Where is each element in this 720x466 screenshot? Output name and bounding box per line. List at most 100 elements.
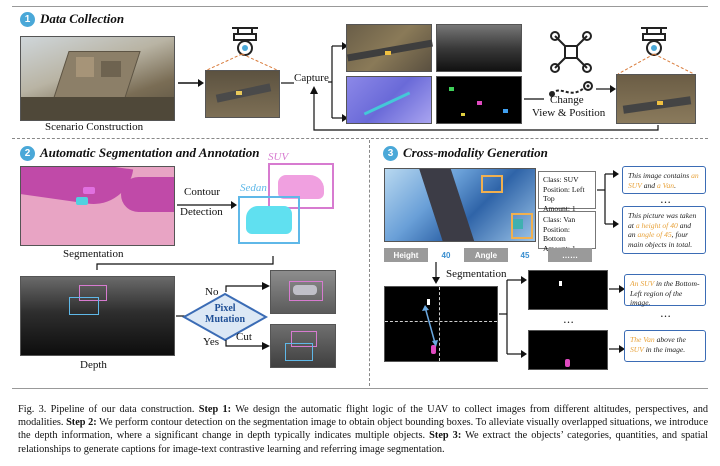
caption-part-1: Fig. 3. Pipeline of our data constructio… — [18, 404, 199, 415]
arrow-to-change — [524, 98, 544, 100]
tag-height: Height — [384, 248, 428, 262]
info-van-class: Class: Van — [543, 215, 576, 224]
caption-part-2: We design the automatic flight logic of … — [18, 404, 708, 429]
arrow-contour — [177, 201, 237, 209]
capture-bracket — [328, 42, 348, 122]
arrow-down-seg — [432, 262, 440, 284]
change-label: Change — [550, 94, 584, 106]
info-suv-amount: Amount: 1 — [543, 203, 576, 213]
scroll3-suv: An SUV — [630, 279, 655, 288]
arrow-to-drone-2 — [596, 85, 616, 93]
info-suv-position: Position: Left Top — [543, 184, 585, 204]
segmentation-label-right: Segmentation — [446, 268, 507, 280]
scroll1-text-e: . — [674, 180, 676, 190]
aerial-snow-image — [384, 168, 536, 242]
section-3-title: 3 Cross-modality Generation — [383, 145, 548, 161]
caption-step-3: Step 3: — [429, 430, 462, 442]
scroll1-van: a Van — [656, 180, 675, 190]
mutation-text: Mutation — [205, 314, 245, 325]
info-box-van: Class: Van Position: Bottom Amount: 1 — [538, 211, 596, 253]
suv-box — [268, 163, 334, 209]
info-van-position: Position: Bottom — [543, 224, 571, 244]
tag-angle: Angle — [464, 248, 508, 262]
scroll-ellipsis-2: … — [660, 307, 671, 320]
caption-scroll-2: This picture was taken at a height of 40… — [622, 206, 706, 254]
divider-vertical — [369, 140, 370, 386]
info-box-suv: Class: SUV Position: Left Top Amount: 1 — [538, 171, 596, 213]
loop-back-arrow — [310, 86, 659, 131]
caption-scroll-3: An SUV in the Bottom-Left region of the … — [624, 274, 706, 307]
scroll3-text-b: in the Bottom-Left region of the image. — [630, 279, 700, 307]
drone-route-icon — [549, 31, 593, 97]
sedan-box — [238, 196, 300, 244]
caption-scroll-1: This image contains an SUV and a Van. — [622, 166, 706, 194]
section-3-label: Cross-modality Generation — [403, 145, 548, 160]
segmentation-mask-small-1 — [528, 270, 608, 310]
no-label: No — [205, 286, 219, 298]
pixel-mutation-diamond — [182, 292, 268, 342]
section-1-label: Data Collection — [40, 11, 125, 26]
contour-label: Contour — [184, 186, 221, 198]
scroll2-angle: angle of 45 — [637, 230, 672, 239]
scroll2-text-e: , four main objects in total. — [628, 230, 693, 249]
scroll4-text-d: in the image. — [643, 344, 686, 354]
arrow-to-capture — [281, 82, 294, 84]
pixel-text: Pixel — [214, 303, 236, 314]
drone-camera-icon-2 — [641, 27, 667, 56]
drone-view-image-2 — [616, 74, 696, 124]
scenario-image — [20, 36, 175, 121]
caption-step-1: Step 1: — [198, 404, 232, 415]
scroll2-text-a: This picture was taken at — [628, 211, 697, 230]
result-yes-image — [270, 324, 336, 368]
view-cone-2 — [617, 53, 695, 75]
scroll1-text-c: and — [641, 180, 657, 190]
caption-part-3: We perform contour detection on the segm… — [18, 417, 709, 442]
section-2-badge: 2 — [20, 145, 35, 161]
section-1-title: 1 Data Collection — [20, 11, 124, 27]
bracket-top-scrolls — [597, 170, 619, 228]
caption-scroll-4: The Van above the SUV in the image. — [624, 330, 706, 362]
capture-rgb-image — [346, 24, 433, 72]
segmentation-image — [20, 166, 175, 246]
caption-step-2: Step 2: — [66, 417, 97, 429]
scroll2-height: a height of 40 — [635, 220, 678, 230]
capture-depth-image — [436, 24, 522, 72]
segmentation-mask-large — [384, 286, 498, 362]
scroll4-suv: SUV — [630, 344, 644, 354]
detection-label: Detection — [180, 206, 223, 218]
scroll1-suv: an SUV — [628, 171, 699, 190]
drone-camera-icon — [232, 27, 258, 56]
scenario-label: Scenario Construction — [45, 121, 144, 133]
mid-ellipsis: … — [563, 313, 574, 326]
mutation-branches — [225, 282, 270, 350]
section-2-title: 2 Automatic Segmentation and Annotation — [20, 145, 260, 161]
segmentation-label-left: Segmentation — [63, 248, 124, 260]
arrow-mask1-scroll — [609, 285, 625, 293]
scroll1-text-a: This image contains — [628, 171, 692, 180]
capture-normal-image — [346, 76, 432, 124]
bracket-masks — [499, 276, 527, 358]
pixel-mutation-text: Pixel Mutation — [201, 303, 249, 325]
scroll4-van: The Van — [630, 335, 655, 344]
scroll-ellipsis-1: … — [660, 193, 671, 206]
info-suv-class: Class: SUV — [543, 175, 579, 184]
depth-label: Depth — [80, 359, 107, 371]
sedan-label: Sedan — [240, 182, 267, 194]
suv-label: SUV — [268, 151, 289, 163]
figure-frame — [12, 6, 708, 389]
tag-angle-value: 45 — [512, 248, 538, 262]
segmentation-mask-small-2 — [528, 330, 608, 370]
connector-seg-depth — [96, 256, 274, 270]
depth-image — [20, 276, 175, 356]
arrow-scenario — [178, 79, 204, 87]
spatial-relation-arrow — [422, 305, 438, 347]
cut-label: Cut — [236, 331, 252, 343]
tag-height-value: 40 — [432, 248, 460, 262]
view-cone-1 — [206, 53, 278, 71]
section-2-label: Automatic Segmentation and Annotation — [40, 145, 260, 160]
view-position-label: View & Position — [532, 107, 606, 119]
drone-view-image-1 — [205, 70, 280, 118]
scroll2-text-c: and an — [628, 220, 692, 240]
capture-segmentation-image — [436, 76, 522, 124]
caption-part-4: We extract the objects’ categories, quan… — [18, 430, 708, 455]
